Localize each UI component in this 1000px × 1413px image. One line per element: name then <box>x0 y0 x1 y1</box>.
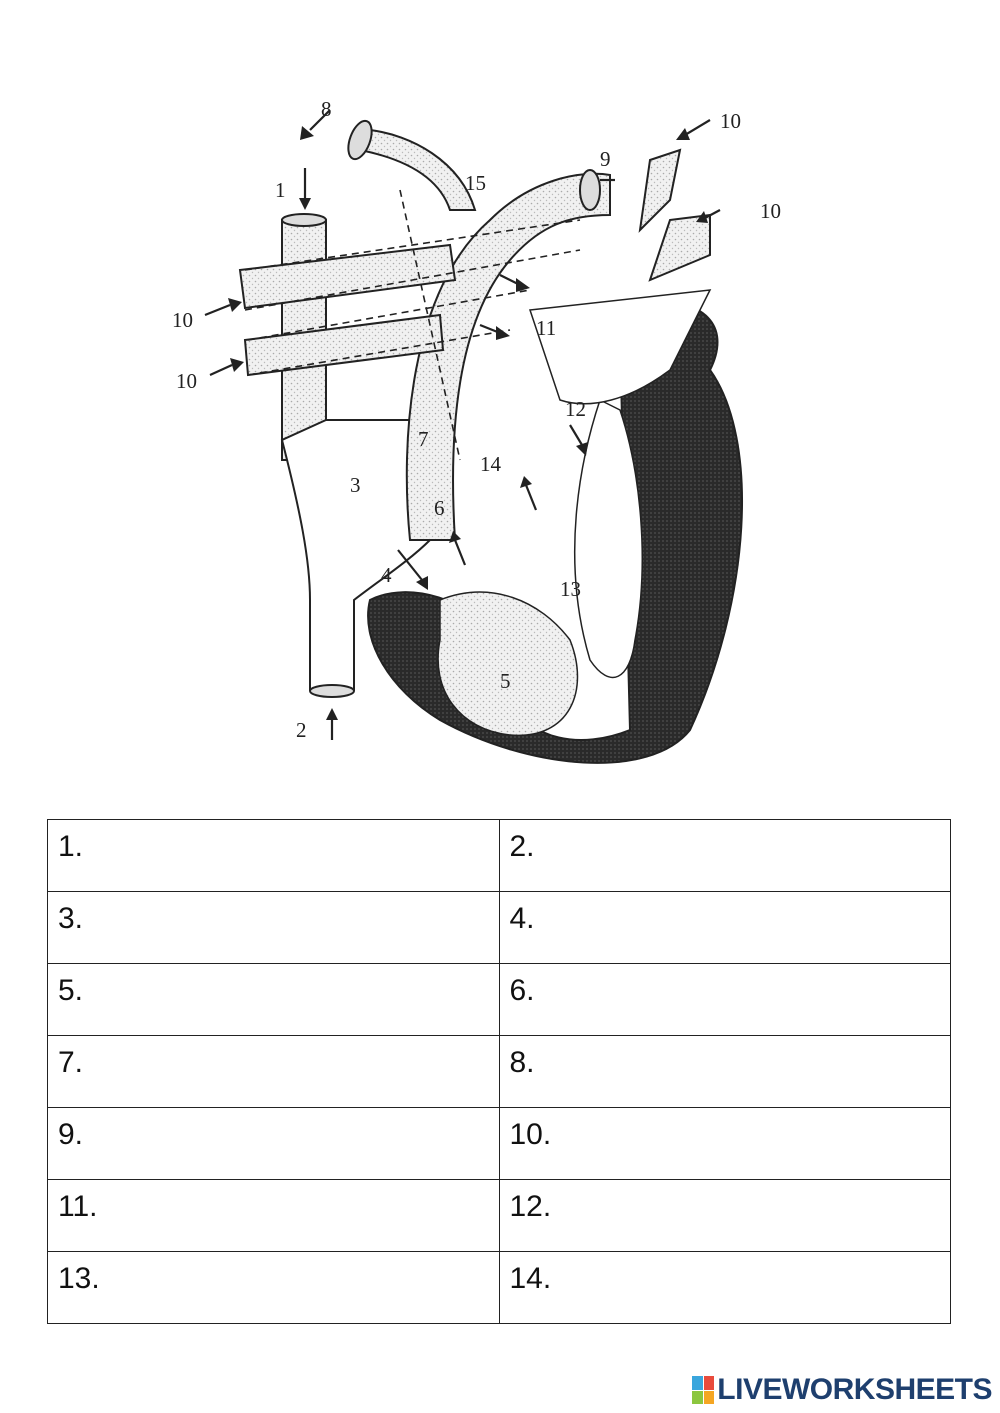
pulmonary-artery <box>358 128 477 211</box>
liveworksheets-icon <box>692 1376 715 1404</box>
pulmonary-vein-left-bottom <box>243 313 445 377</box>
diagram-label-1: 1 <box>275 178 286 202</box>
answer-cell[interactable]: 10. <box>498 1107 951 1180</box>
diagram-label-8: 8 <box>321 97 332 121</box>
diagram-label-4: 4 <box>381 563 392 587</box>
liveworksheets-wordmark: LIVEWORKSHEETS <box>717 1373 992 1406</box>
answer-cell[interactable]: 9. <box>47 1107 500 1180</box>
pulmonary-artery-opening <box>347 119 373 161</box>
pulmonary-vein-left-top <box>238 243 457 310</box>
answer-cell[interactable]: 2. <box>498 819 951 892</box>
diagram-label-10-c: 10 <box>172 308 193 332</box>
left-atrium <box>528 289 712 405</box>
diagram-label-10-d: 10 <box>176 369 197 393</box>
answer-cell[interactable]: 13. <box>47 1251 500 1324</box>
pulmonary-vein-right-top <box>638 148 682 233</box>
answer-cell[interactable]: 3. <box>47 891 500 964</box>
diagram-label-6: 6 <box>434 496 445 520</box>
answer-cell[interactable]: 6. <box>498 963 951 1036</box>
diagram-label-15: 15 <box>465 171 486 195</box>
answer-row: 1.2. <box>47 819 951 892</box>
answer-row: 3.4. <box>47 891 951 964</box>
flow-arrows <box>204 109 721 740</box>
diagram-label-14: 14 <box>480 452 502 476</box>
pulmonary-vein-right-bottom <box>648 213 711 282</box>
diagram-label-7: 7 <box>418 427 429 451</box>
right-ventricle-cavity <box>437 591 579 736</box>
diagram-label-9: 9 <box>600 147 611 171</box>
answer-cell[interactable]: 5. <box>47 963 500 1036</box>
diagram-label-10-b: 10 <box>760 199 781 223</box>
answer-cell[interactable]: 1. <box>47 819 500 892</box>
answer-cell[interactable]: 4. <box>498 891 951 964</box>
answer-row: 9.10. <box>47 1107 951 1180</box>
logo-square-3 <box>692 1390 703 1404</box>
answer-table-body: 1.2.3.4.5.6.7.8.9.10.11.12.13.14. <box>47 819 951 1324</box>
diagram-label-2: 2 <box>296 718 307 742</box>
superior-vena-cava-opening <box>281 213 327 227</box>
answer-row: 5.6. <box>47 963 951 1036</box>
answer-cell[interactable]: 12. <box>498 1179 951 1252</box>
answer-row: 11.12. <box>47 1179 951 1252</box>
diagram-label-11: 11 <box>536 316 556 340</box>
diagram-label-10-a: 10 <box>720 109 741 133</box>
answer-cell[interactable]: 14. <box>498 1251 951 1324</box>
diagram-label-5: 5 <box>500 669 511 693</box>
answer-cell[interactable]: 7. <box>47 1035 500 1108</box>
answer-table: 1.2.3.4.5.6.7.8.9.10.11.12.13.14. <box>47 819 951 1324</box>
heart-diagram: 1 2 3 4 5 6 7 8 9 10 10 10 10 11 12 13 1… <box>172 97 781 764</box>
answer-row: 7.8. <box>47 1035 951 1108</box>
diagram-label-3: 3 <box>350 473 361 497</box>
left-ventricle-cavity <box>573 398 643 679</box>
answer-row: 13.14. <box>47 1251 951 1324</box>
diagram-label-12: 12 <box>565 397 586 421</box>
inferior-vena-cava-opening <box>309 684 355 698</box>
answer-cell[interactable]: 8. <box>498 1035 951 1108</box>
logo-square-4 <box>703 1390 715 1404</box>
diagram-label-13: 13 <box>560 577 581 601</box>
logo-square-2 <box>703 1376 715 1390</box>
answer-cell[interactable]: 11. <box>47 1179 500 1252</box>
aorta-opening <box>579 169 601 211</box>
liveworksheets-logo: LIVEWORKSHEETS <box>692 1373 992 1407</box>
logo-square-1 <box>692 1376 703 1390</box>
